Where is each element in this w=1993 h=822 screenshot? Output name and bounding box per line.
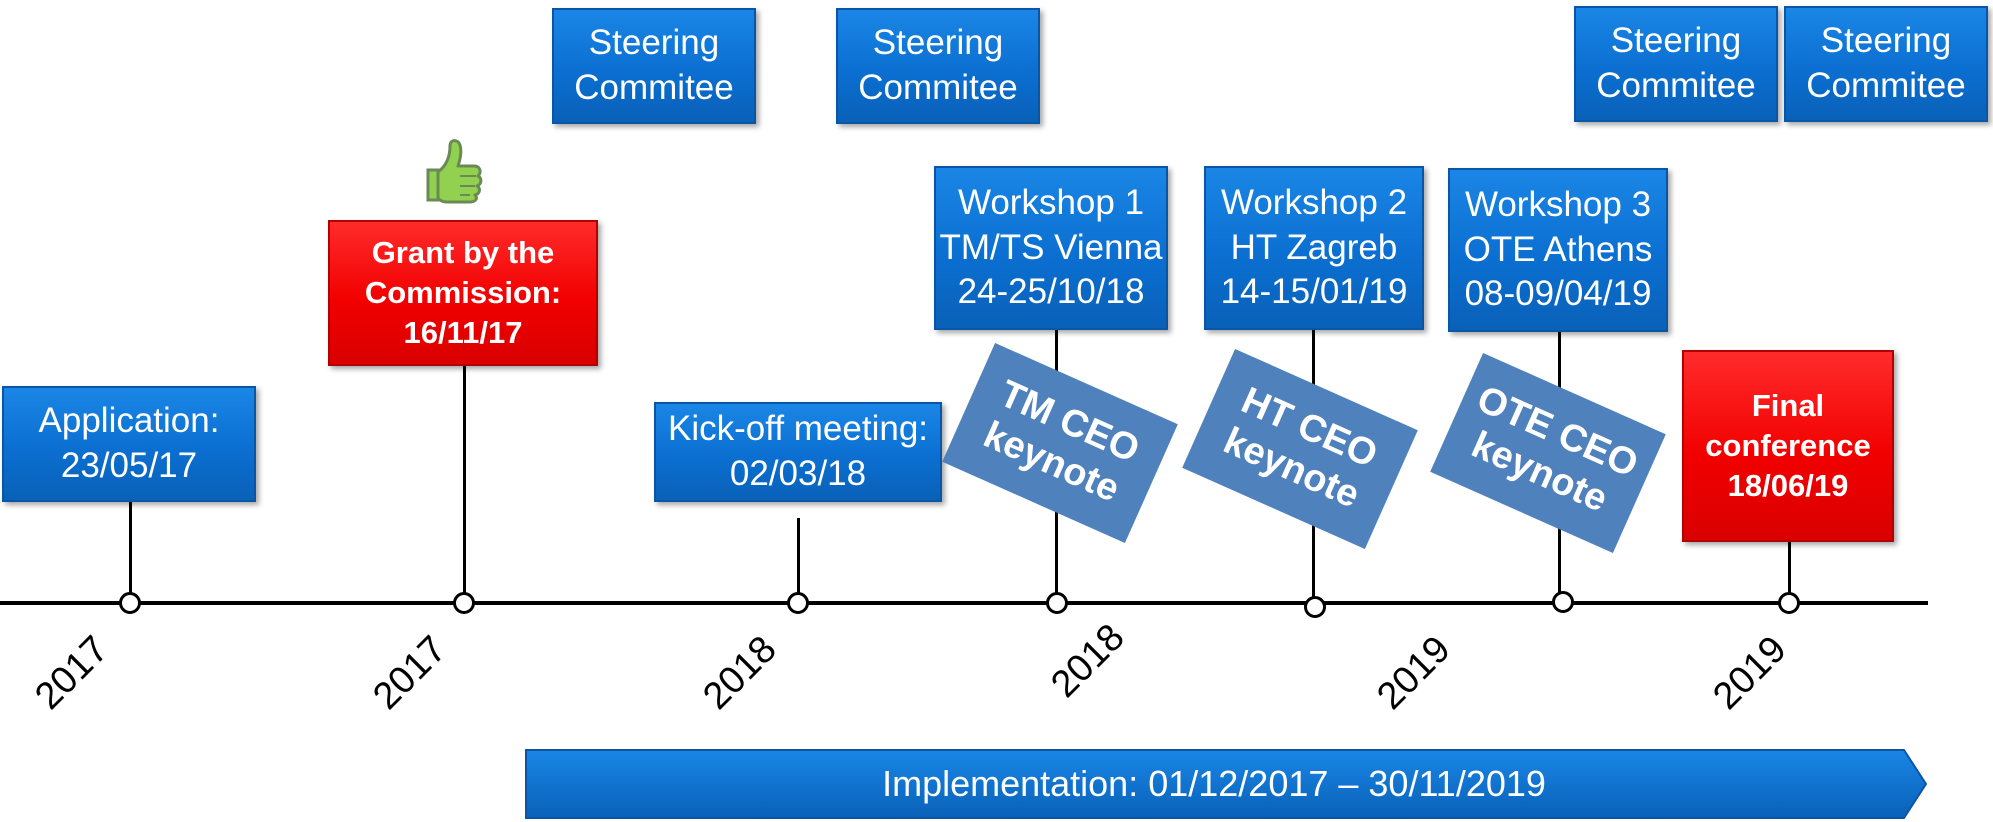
application-milestone-box: Application: 23/05/17 xyxy=(2,386,256,502)
kickoff-milestone-box: Kick-off meeting: 02/03/18 xyxy=(654,402,942,502)
year-label: 2017 xyxy=(27,628,117,718)
steering-committee-box: Steering Commitee xyxy=(836,8,1040,124)
final-conference-box: Final conference 18/06/19 xyxy=(1682,350,1894,542)
timeline-marker xyxy=(453,592,475,614)
timeline-marker xyxy=(1046,592,1068,614)
year-label: 2018 xyxy=(695,628,785,718)
year-label: 2019 xyxy=(1705,628,1795,718)
keynote-box: HT CEO keynote xyxy=(1182,348,1418,550)
timeline-marker xyxy=(1778,592,1800,614)
grant-milestone-box: Grant by the Commission: 16/11/17 xyxy=(328,220,598,366)
workshop-box: Workshop 3 OTE Athens 08-09/04/19 xyxy=(1448,168,1668,332)
year-label: 2018 xyxy=(1043,616,1133,706)
thumbs-up-icon xyxy=(426,139,483,204)
implementation-label: Implementation: 01/12/2017 – 30/11/2019 xyxy=(882,762,1546,804)
implementation-arrow xyxy=(525,749,1928,819)
keynote-box: OTE CEO keynote xyxy=(1430,352,1666,554)
timeline-axis xyxy=(0,601,1928,605)
timeline-marker xyxy=(1304,596,1326,618)
year-label: 2017 xyxy=(365,628,455,718)
connector-line xyxy=(463,366,466,602)
steering-committee-box: Steering Commitee xyxy=(1574,6,1778,122)
connector-line xyxy=(129,502,132,602)
timeline-marker xyxy=(119,592,141,614)
workshop-box: Workshop 1 TM/TS Vienna 24-25/10/18 xyxy=(934,166,1168,330)
steering-committee-box: Steering Commitee xyxy=(1784,6,1988,122)
timeline-marker xyxy=(787,592,809,614)
year-label: 2019 xyxy=(1369,628,1459,718)
connector-line xyxy=(797,518,800,602)
workshop-box: Workshop 2 HT Zagreb 14-15/01/19 xyxy=(1204,166,1424,330)
keynote-box: TM CEO keynote xyxy=(942,342,1178,544)
steering-committee-box: Steering Commitee xyxy=(552,8,756,124)
connector-line xyxy=(1788,542,1791,602)
timeline-marker xyxy=(1552,591,1574,613)
